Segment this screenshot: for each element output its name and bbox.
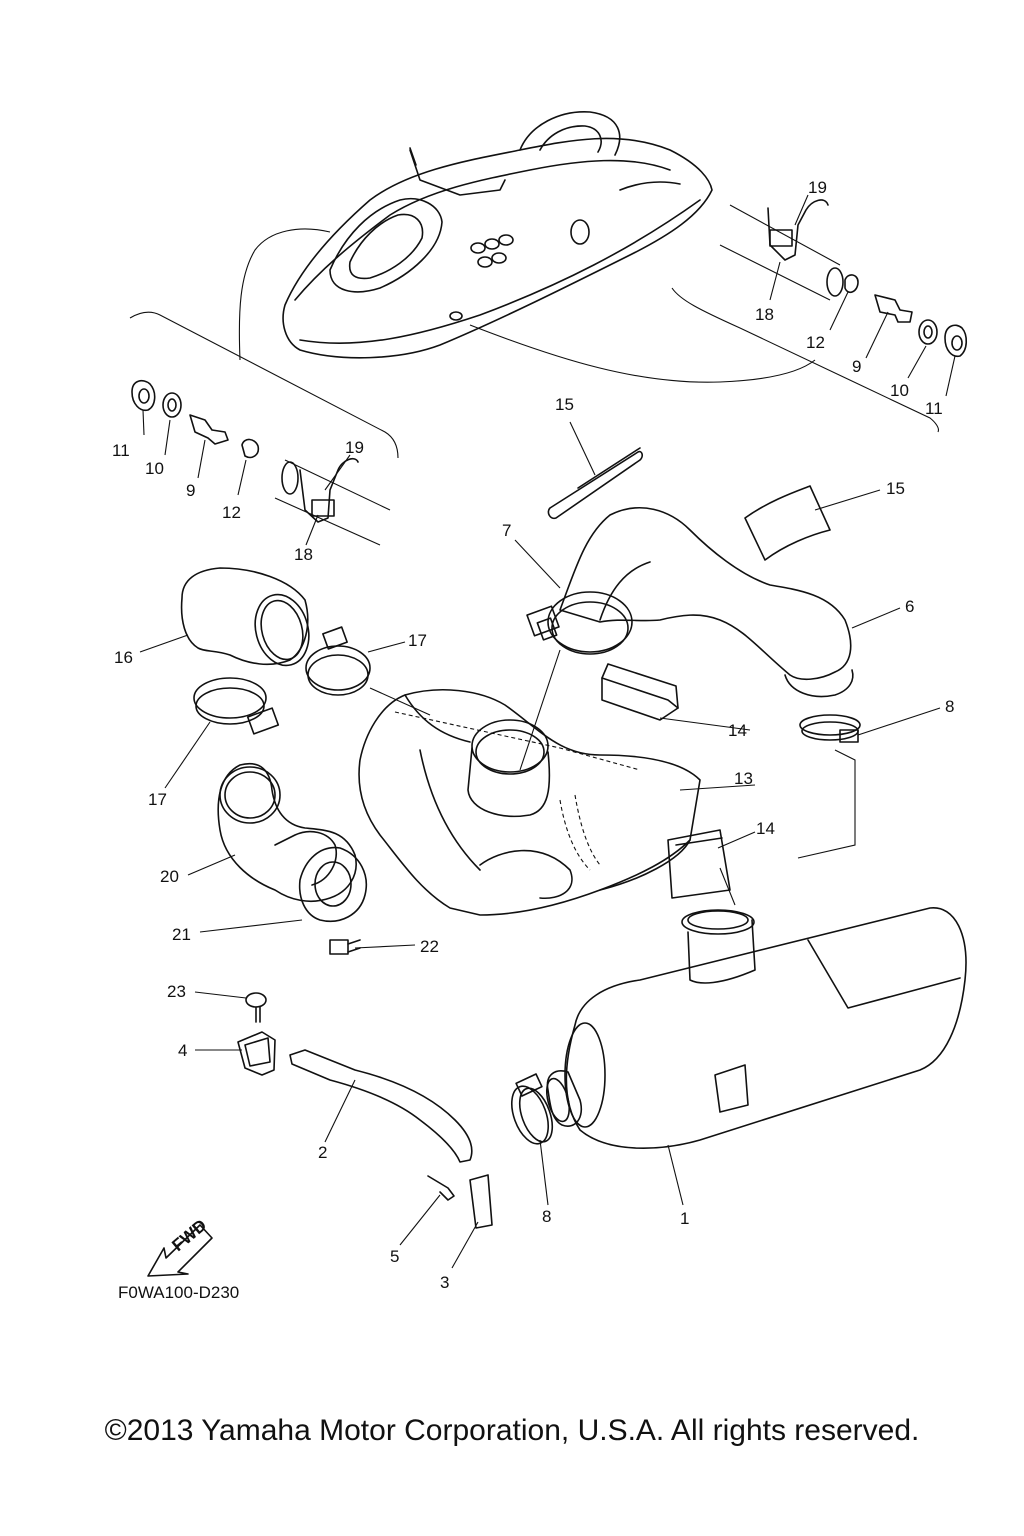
callout-21: 21 — [172, 925, 191, 944]
watercraft-illustration — [238, 111, 816, 383]
part-14-pad-lower-edge — [675, 837, 723, 846]
callout-2: 2 — [318, 1143, 327, 1162]
callout-19-right: 19 — [808, 178, 827, 197]
part-20-opening — [219, 766, 281, 824]
callout-4: 4 — [178, 1041, 187, 1060]
part-20-elbow — [217, 763, 357, 902]
part-1-muffler — [545, 907, 967, 1149]
callout-19-left: 19 — [345, 438, 364, 457]
leader-lines — [139, 194, 956, 1269]
part-5-rivet — [427, 1175, 455, 1201]
part-16-elbow — [180, 567, 309, 666]
part-17-clamp-lower — [193, 677, 280, 735]
callout-11-left: 11 — [112, 441, 130, 460]
callout-10-right: 10 — [890, 381, 909, 400]
part-8-clamp-lower — [510, 1073, 554, 1145]
part-23-screw — [245, 992, 267, 1023]
callout-18-left: 18 — [294, 545, 313, 564]
part-8-clamp-upper — [799, 714, 861, 743]
callout-8-upper: 8 — [945, 697, 954, 716]
part-6-hose — [559, 507, 852, 681]
detail-bracket-right — [671, 287, 939, 433]
callout-18-right: 18 — [755, 305, 774, 324]
part-16-opening-inner — [260, 599, 304, 661]
diagram-code: F0WA100-D230 — [118, 1283, 239, 1302]
part-14-pad-lower — [667, 829, 731, 899]
part-20-opening-inner — [224, 771, 276, 819]
part-2-strap — [289, 1049, 473, 1163]
callout-6: 6 — [905, 597, 914, 616]
part-6-hose-fold — [599, 561, 651, 621]
callout-11-right: 11 — [925, 399, 943, 418]
callout-12-left: 12 — [222, 503, 241, 522]
part-6-hose-end — [784, 669, 854, 698]
callout-22: 22 — [420, 937, 439, 956]
callout-20: 20 — [160, 867, 179, 886]
callout-7: 7 — [502, 521, 511, 540]
part-4-bracket — [237, 1031, 276, 1076]
callout-16: 16 — [114, 648, 133, 667]
part-14-pad-upper — [601, 663, 679, 721]
hose-clamp-detail-right — [719, 199, 968, 358]
callout-17-upper: 17 — [408, 631, 427, 650]
detail-bracket-left — [129, 311, 399, 459]
callout-1: 1 — [680, 1209, 689, 1228]
callout-17-lower: 17 — [148, 790, 167, 809]
callout-14-lower: 14 — [756, 819, 775, 838]
part-21-gasket — [298, 846, 367, 922]
part-21-gasket-hole — [314, 861, 352, 907]
callout-10-left: 10 — [145, 459, 164, 478]
callout-15-right: 15 — [886, 479, 905, 498]
callout-3: 3 — [440, 1273, 449, 1292]
callout-labels: 19 18 12 9 10 11 11 10 9 12 19 18 15 15 … — [112, 178, 954, 1302]
callout-8-lower: 8 — [542, 1207, 551, 1226]
part-15-pad-right — [744, 485, 831, 561]
part-15-pad-upper — [547, 450, 643, 520]
hose-clamp-detail-left — [131, 379, 391, 546]
part-14-pad-upper-edge — [601, 677, 679, 709]
part-7-clamp — [526, 591, 633, 655]
callout-9-right: 9 — [852, 357, 861, 376]
part-17-clamp-upper — [305, 626, 371, 696]
callout-5: 5 — [390, 1247, 399, 1266]
fwd-arrow-icon: FWD — [147, 1216, 213, 1277]
callout-13: 13 — [734, 769, 753, 788]
part-16-opening — [254, 593, 310, 667]
callout-15-upper: 15 — [555, 395, 574, 414]
callout-9-left: 9 — [186, 481, 195, 500]
callout-14-upper: 14 — [728, 721, 747, 740]
part-15-pad-upper-edge — [577, 447, 641, 489]
callout-23: 23 — [167, 982, 186, 1001]
copyright-notice: ©2013 Yamaha Motor Corporation, U.S.A. A… — [104, 1414, 920, 1447]
part-13-intake-box — [358, 689, 701, 916]
part-3-bracket — [469, 1174, 493, 1229]
part-20-flange — [274, 830, 337, 886]
part-4-bracket-face — [244, 1037, 271, 1067]
part-22-bolt — [329, 939, 361, 955]
callout-12-right: 12 — [806, 333, 825, 352]
